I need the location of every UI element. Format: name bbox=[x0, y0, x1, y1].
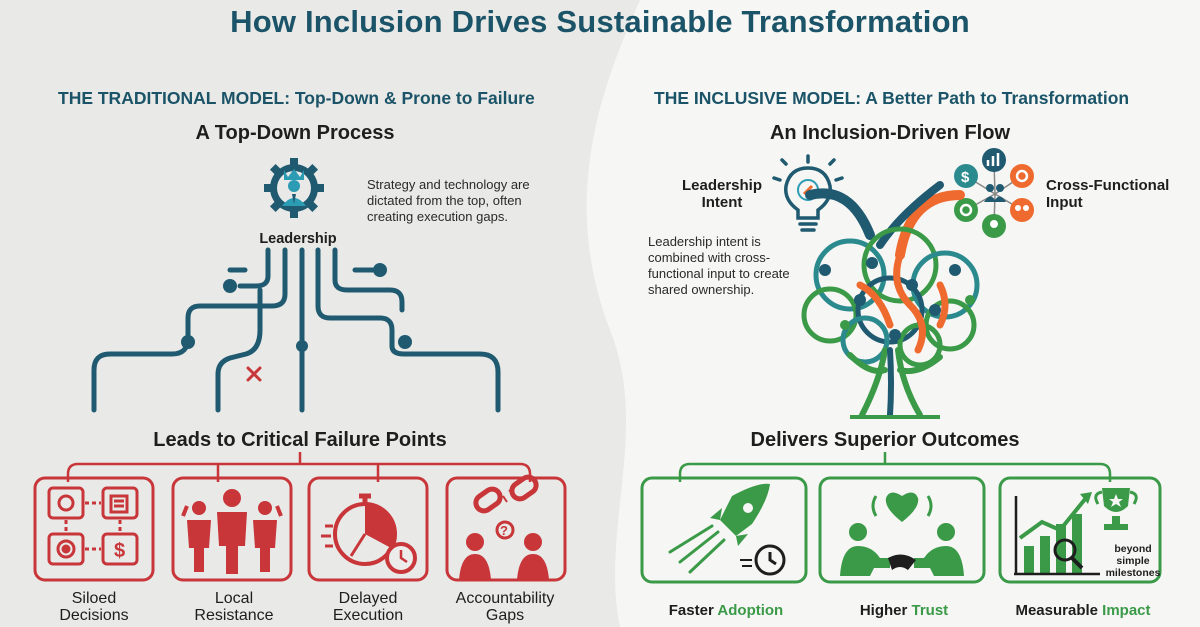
failure-heading: Leads to Critical Failure Points bbox=[153, 429, 447, 451]
leadership-intent-label: Leadership Intent bbox=[681, 177, 763, 211]
svg-text:?: ? bbox=[500, 523, 508, 538]
cross-functional-icons: $ bbox=[954, 148, 1034, 238]
traditional-subheading: A Top-Down Process bbox=[195, 122, 395, 144]
rocket-icon bbox=[668, 483, 786, 576]
siloed-grid-icon: $ bbox=[47, 486, 139, 566]
resistance-people-icon bbox=[181, 489, 283, 574]
outcome-heading: Delivers Superior Outcomes bbox=[750, 429, 1020, 451]
broken-chain-icon: ? bbox=[459, 474, 549, 580]
inclusive-heading: THE INCLUSIVE MODEL: A Better Path to Tr… bbox=[654, 88, 1130, 108]
gear-leader-icon bbox=[264, 158, 324, 218]
svg-text:$: $ bbox=[114, 540, 125, 562]
inclusive-note: Leadership intent is combined with cross… bbox=[648, 234, 790, 297]
traditional-note: Strategy and technology are dictated fro… bbox=[367, 177, 530, 224]
outcome-impact: Measurable Impact bbox=[1015, 602, 1151, 619]
impact-badge: beyond simple milestones bbox=[1105, 543, 1161, 579]
failure-accountability: Accountability Gaps bbox=[455, 590, 555, 624]
outcome-connector bbox=[678, 452, 1112, 482]
failure-delayed: Delayed Execution bbox=[332, 590, 404, 624]
lightbulb-icon bbox=[772, 154, 844, 232]
inclusive-subheading: An Inclusion-Driven Flow bbox=[769, 122, 1010, 144]
failure-cards: $ ? bbox=[33, 474, 567, 582]
failure-resistance: Local Resistance bbox=[194, 590, 274, 624]
page-title: How Inclusion Drives Sustainable Transfo… bbox=[230, 4, 970, 39]
handshake-heart-icon bbox=[840, 492, 964, 576]
top-down-flow bbox=[91, 247, 501, 413]
outcome-cards bbox=[640, 476, 1162, 584]
outcome-adoption: Faster Adoption bbox=[668, 602, 784, 619]
stopwatch-icon bbox=[321, 493, 417, 574]
traditional-heading: THE TRADITIONAL MODEL: Top-Down & Prone … bbox=[58, 88, 535, 108]
failure-siloed: Siloed Decisions bbox=[59, 590, 129, 624]
leadership-label: Leadership bbox=[259, 231, 337, 247]
growth-chart-trophy-icon bbox=[1014, 488, 1138, 576]
cross-functional-label: Cross-Functional Input bbox=[1046, 177, 1170, 211]
outcome-trust: Higher Trust bbox=[859, 602, 949, 619]
svg-text:$: $ bbox=[961, 169, 970, 186]
inclusion-tree-icon bbox=[801, 181, 980, 419]
